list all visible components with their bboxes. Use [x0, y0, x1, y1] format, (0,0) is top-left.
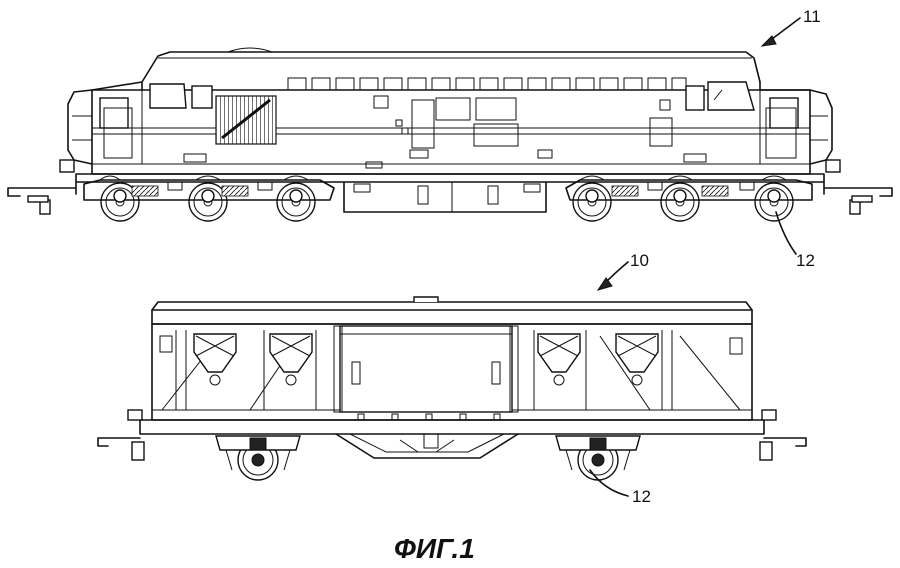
figure-caption: ФИГ.1	[394, 533, 475, 564]
freight-wagon	[97, 296, 807, 481]
wagon-right-bogie	[555, 435, 641, 481]
wagon-left-panels	[159, 330, 317, 411]
locomotive-left-bogie	[83, 175, 335, 222]
locomotive-right-bogie	[565, 175, 813, 222]
locomotive-bogie-reference-label: 12	[796, 251, 815, 270]
wagon-right-panels	[533, 330, 743, 411]
reference-leaders	[589, 17, 801, 497]
locomotive	[7, 47, 893, 222]
locomotive-reference-label: 11	[803, 7, 821, 26]
wagon-left-bogie	[215, 435, 301, 481]
wagon-reference-label: 10	[630, 251, 649, 270]
wagon-bogie-reference-label: 12	[632, 487, 651, 506]
